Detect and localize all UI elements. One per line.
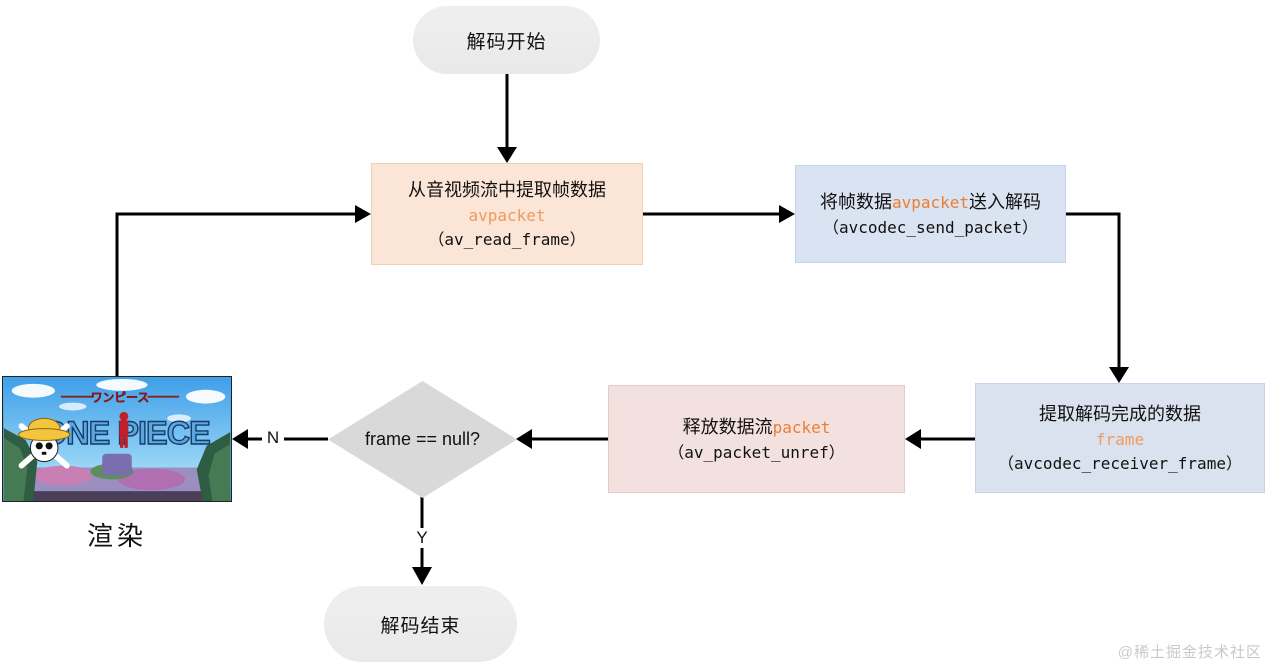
receive-line3: （avcodec_receiver_frame） <box>998 453 1242 473</box>
receive-line2: frame <box>1095 429 1145 449</box>
straw-hat-skull-icon <box>18 417 71 469</box>
arrowhead-extract-send <box>779 205 795 223</box>
edge-render-extract <box>115 212 356 376</box>
logo-subtitle: ワンピース <box>60 390 179 405</box>
arrowhead-receive-unref <box>905 429 921 449</box>
decision-label: frame == null? <box>364 429 481 449</box>
valley-scenery <box>3 453 231 501</box>
node-decision: frame == null? <box>328 381 517 498</box>
clouds <box>11 378 226 423</box>
node-end: 解码结束 <box>324 586 517 662</box>
one-piece-frame-illustration: ワンピース ONE PIECE <box>3 377 231 501</box>
edge-label-no: N <box>262 428 284 448</box>
edge-label-yes: Y <box>411 528 433 548</box>
arrowhead-decision-end <box>412 567 432 585</box>
extract-line1: 从音视频流中提取帧数据 <box>408 179 606 200</box>
luffy-silhouette <box>119 411 129 448</box>
node-extract-frame: 从音视频流中提取帧数据 avpacket （av_read_frame） <box>371 163 643 265</box>
watermark: @稀土掘金技术社区 <box>1117 644 1262 661</box>
unref-line1: 释放数据流packet <box>683 414 831 441</box>
send-line1: 将帧数据avpacket送入解码 <box>820 189 1041 216</box>
node-receive-frame: 提取解码完成的数据 frame （avcodec_receiver_frame） <box>975 383 1265 493</box>
unref-line1-highlight: packet <box>772 417 831 437</box>
rendered-video-frame: ワンピース ONE PIECE <box>2 376 232 502</box>
render-label: 渲染 <box>86 521 147 551</box>
extract-line2: avpacket <box>468 205 546 225</box>
send-line1-post: 送入解码 <box>969 191 1042 212</box>
edge-send-receive <box>1066 212 1121 368</box>
receive-line1: 提取解码完成的数据 <box>1039 403 1201 424</box>
extract-line3: （av_read_frame） <box>428 229 586 249</box>
arrowhead-decision-render <box>232 429 248 449</box>
unref-line1-pre: 释放数据流 <box>682 416 773 437</box>
arrowhead-send-receive <box>1109 367 1129 383</box>
node-start: 解码开始 <box>413 6 600 74</box>
arrowhead-unref-decision <box>516 429 532 449</box>
send-line1-highlight: avpacket <box>891 192 970 212</box>
send-line2: （avcodec_send_packet） <box>822 217 1039 237</box>
node-send-packet: 将帧数据avpacket送入解码 （avcodec_send_packet） <box>795 165 1066 263</box>
node-packet-unref: 释放数据流packet （av_packet_unref） <box>608 385 905 493</box>
arrowhead-render-extract <box>355 205 371 223</box>
arrowhead-start-extract <box>497 147 517 163</box>
unref-line2: （av_packet_unref） <box>668 442 845 462</box>
logo-subtitle-text: ワンピース <box>91 391 149 405</box>
send-line1-pre: 将帧数据 <box>819 191 892 212</box>
node-start-label: 解码开始 <box>466 31 547 53</box>
node-end-label: 解码结束 <box>380 615 461 637</box>
